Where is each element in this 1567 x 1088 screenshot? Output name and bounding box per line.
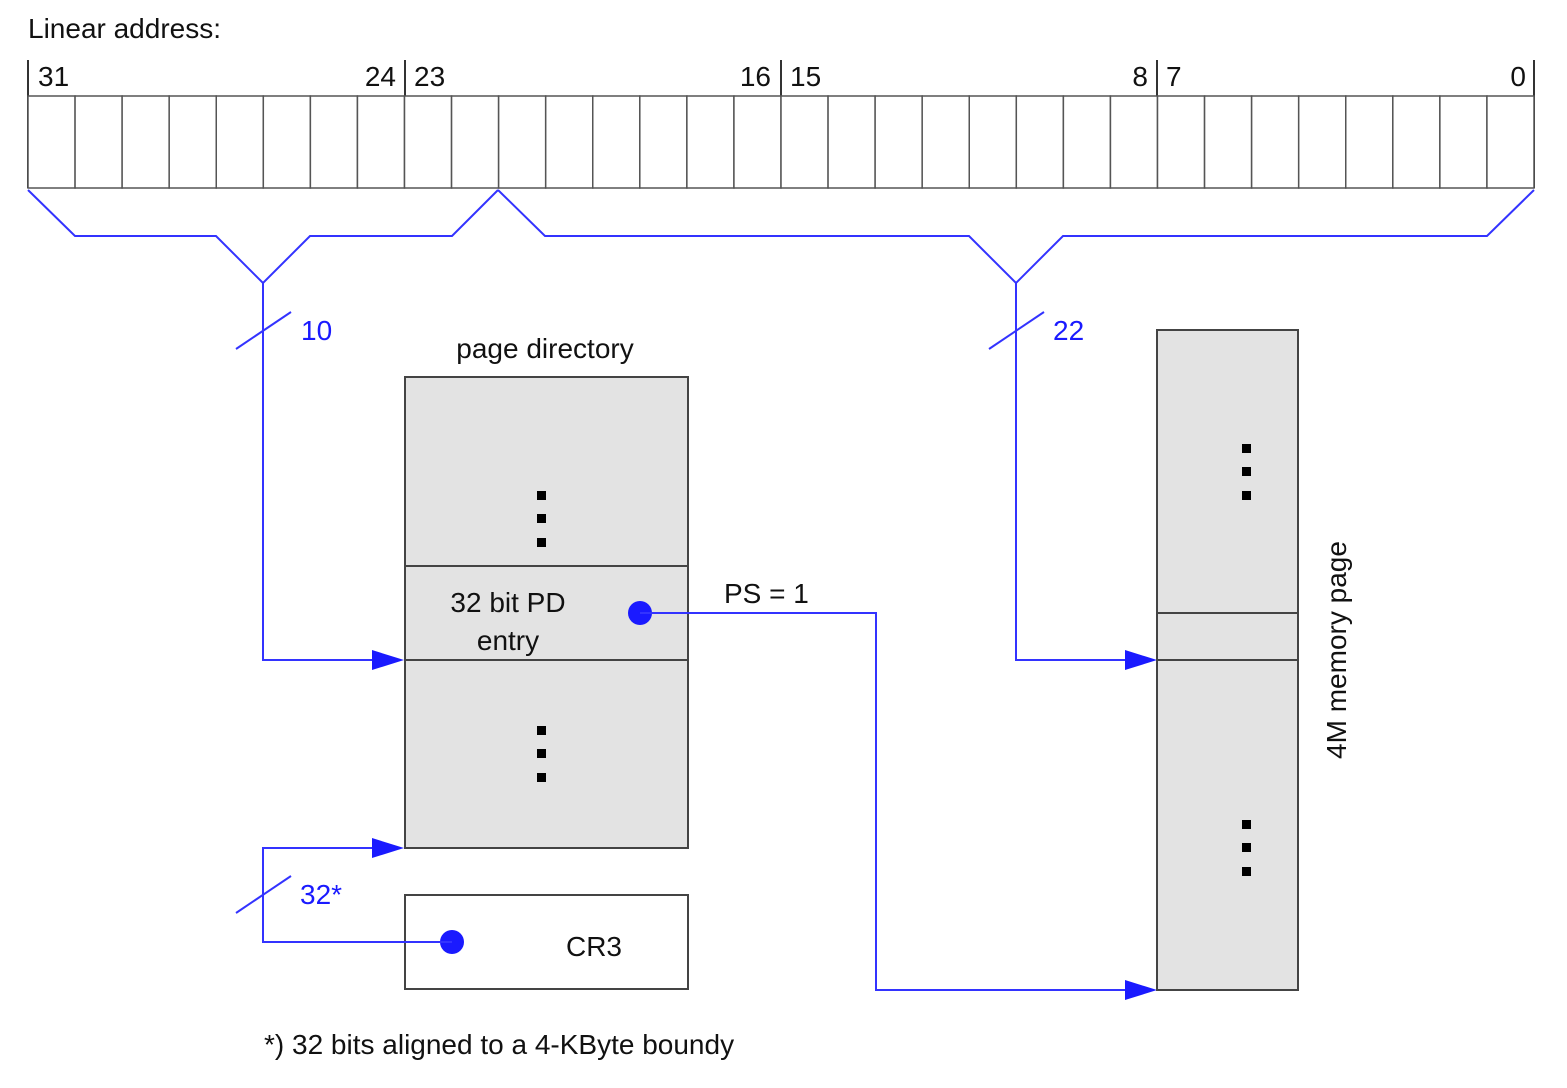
bit-cell bbox=[1392, 95, 1441, 189]
bit-label-16: 16 bbox=[740, 61, 771, 92]
bit-cell bbox=[1345, 95, 1394, 189]
memory-page-lower-ellipsis bbox=[1242, 820, 1251, 876]
bit-cell bbox=[121, 95, 170, 189]
offset-bits-brace bbox=[497, 189, 1535, 285]
bit-cell bbox=[968, 95, 1018, 189]
pd-entry-label-line2: entry bbox=[477, 625, 539, 656]
bit-cell bbox=[921, 95, 971, 189]
directory-index-path bbox=[262, 283, 372, 661]
directory-bits-brace bbox=[27, 189, 499, 285]
cr3-arrowhead bbox=[372, 838, 404, 858]
bit-cell bbox=[827, 95, 876, 189]
bit-cell bbox=[356, 95, 406, 189]
bit-cell bbox=[215, 95, 265, 189]
ps-flag-label: PS = 1 bbox=[724, 578, 809, 609]
bit-cell bbox=[874, 95, 923, 189]
page-base-path bbox=[640, 612, 1125, 991]
directory-index-width: 10 bbox=[301, 315, 332, 346]
cr3-label: CR3 bbox=[566, 931, 622, 962]
bit-cell bbox=[1203, 95, 1253, 189]
bit-cell bbox=[1250, 95, 1300, 189]
bit-cell bbox=[1156, 95, 1206, 189]
bit-label-8: 8 bbox=[1132, 61, 1148, 92]
bit-cell bbox=[1062, 95, 1112, 189]
cr3-bus-slash bbox=[235, 875, 292, 914]
bit-cell bbox=[1439, 95, 1488, 189]
bit-cell bbox=[544, 95, 594, 189]
bit-cell bbox=[1297, 95, 1347, 189]
bit-cell bbox=[686, 95, 735, 189]
linear-address-bit-cells bbox=[27, 95, 1535, 189]
bit-label-7: 7 bbox=[1166, 61, 1182, 92]
bit-cell bbox=[262, 95, 312, 189]
page-offset-bus-slash bbox=[988, 311, 1045, 350]
bit-cell bbox=[780, 95, 829, 189]
bit-cell bbox=[1109, 95, 1159, 189]
bit-cell bbox=[27, 95, 76, 189]
page-offset-path bbox=[1015, 283, 1125, 661]
bit-cell bbox=[403, 95, 453, 189]
memory-page-target-row bbox=[1156, 612, 1299, 661]
bit-cell bbox=[497, 95, 547, 189]
bit-cell bbox=[309, 95, 359, 189]
bit-cell bbox=[1486, 95, 1535, 189]
bit-cell bbox=[733, 95, 782, 189]
bit-cell bbox=[168, 95, 218, 189]
page-offset-width: 22 bbox=[1053, 315, 1084, 346]
memory-page-label: 4M memory page bbox=[1321, 541, 1352, 759]
bit-label-0: 0 bbox=[1510, 61, 1526, 92]
bit-cell bbox=[639, 95, 688, 189]
pd-entry-label-line1: 32 bit PD bbox=[450, 587, 565, 618]
pd-lower-ellipsis bbox=[537, 726, 546, 782]
bit-cell bbox=[74, 95, 123, 189]
directory-index-bus-slash bbox=[235, 311, 292, 350]
page-directory-title: page directory bbox=[456, 333, 633, 364]
bit-label-31: 31 bbox=[38, 61, 69, 92]
bit-label-15: 15 bbox=[790, 61, 821, 92]
linear-address-heading: Linear address: bbox=[28, 13, 221, 44]
bit-cell bbox=[1015, 95, 1065, 189]
cr3-width: 32* bbox=[300, 879, 342, 910]
directory-index-arrowhead bbox=[372, 650, 404, 670]
bit-label-23: 23 bbox=[414, 61, 445, 92]
page-base-arrowhead bbox=[1125, 980, 1157, 1000]
bit-label-24: 24 bbox=[365, 61, 396, 92]
footnote: *) 32 bits aligned to a 4-KByte boundy bbox=[264, 1029, 734, 1060]
bit-cell bbox=[592, 95, 641, 189]
memory-page-upper-ellipsis bbox=[1242, 444, 1251, 500]
pd-upper-ellipsis bbox=[537, 491, 546, 547]
page-offset-arrowhead bbox=[1125, 650, 1157, 670]
bit-cell bbox=[450, 95, 500, 189]
